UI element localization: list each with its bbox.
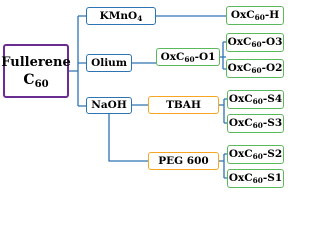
kmno4-label: KMnO4 xyxy=(99,9,143,23)
oxc60-h-label: OxC60-H xyxy=(230,9,280,23)
oxc60-s2-box: OxC60-S2 xyxy=(227,145,284,164)
connector-lines xyxy=(69,15,227,179)
oxc60-s1-box: OxC60-S1 xyxy=(227,169,284,188)
oxc60-s2-label: OxC60-S2 xyxy=(228,148,283,162)
connector-root-to-reagents xyxy=(69,15,86,107)
connector-naoh-to-tbah-peg xyxy=(108,104,148,162)
peg600-box: PEG 600 xyxy=(148,152,219,170)
oxc60-h-box: OxC60-H xyxy=(226,6,284,25)
oxc60-o2-box: OxC60-O2 xyxy=(226,59,284,78)
oxc60-o3-box: OxC60-O3 xyxy=(226,33,284,52)
olium-box: Olium xyxy=(86,54,132,72)
naoh-label: NaOH xyxy=(91,99,127,112)
connector-tbah-to-s4-s3 xyxy=(219,98,227,124)
oxc60-s3-box: OxC60-S3 xyxy=(227,114,284,133)
oxc60-s1-label: OxC60-S1 xyxy=(228,172,283,186)
tbah-box: TBAH xyxy=(148,96,219,114)
oxc60-o1-box: OxC60-O1 xyxy=(156,48,220,66)
oxc60-s4-label: OxC60-S4 xyxy=(228,93,283,107)
oxc60-s3-label: OxC60-S3 xyxy=(228,117,283,131)
naoh-box: NaOH xyxy=(86,97,132,114)
connector-o1-to-o3-o2 xyxy=(220,41,226,70)
root-label: Fullerene xyxy=(1,54,71,70)
oxc60-o2-label: OxC60-O2 xyxy=(227,62,283,76)
oxc60-o1-label: OxC60-O1 xyxy=(160,50,216,64)
connector-peg-to-s2-s1 xyxy=(219,153,227,179)
olium-label: Olium xyxy=(91,56,127,69)
fullerene-c60-box: Fullerene C60 xyxy=(1,44,71,98)
root-formula: C60 xyxy=(23,71,49,90)
oxc60-o3-label: OxC60-O3 xyxy=(227,36,283,50)
tbah-label: TBAH xyxy=(166,98,201,111)
kmno4-box: KMnO4 xyxy=(86,7,156,25)
peg600-label: PEG 600 xyxy=(158,154,209,167)
oxc60-s4-box: OxC60-S4 xyxy=(227,90,284,109)
